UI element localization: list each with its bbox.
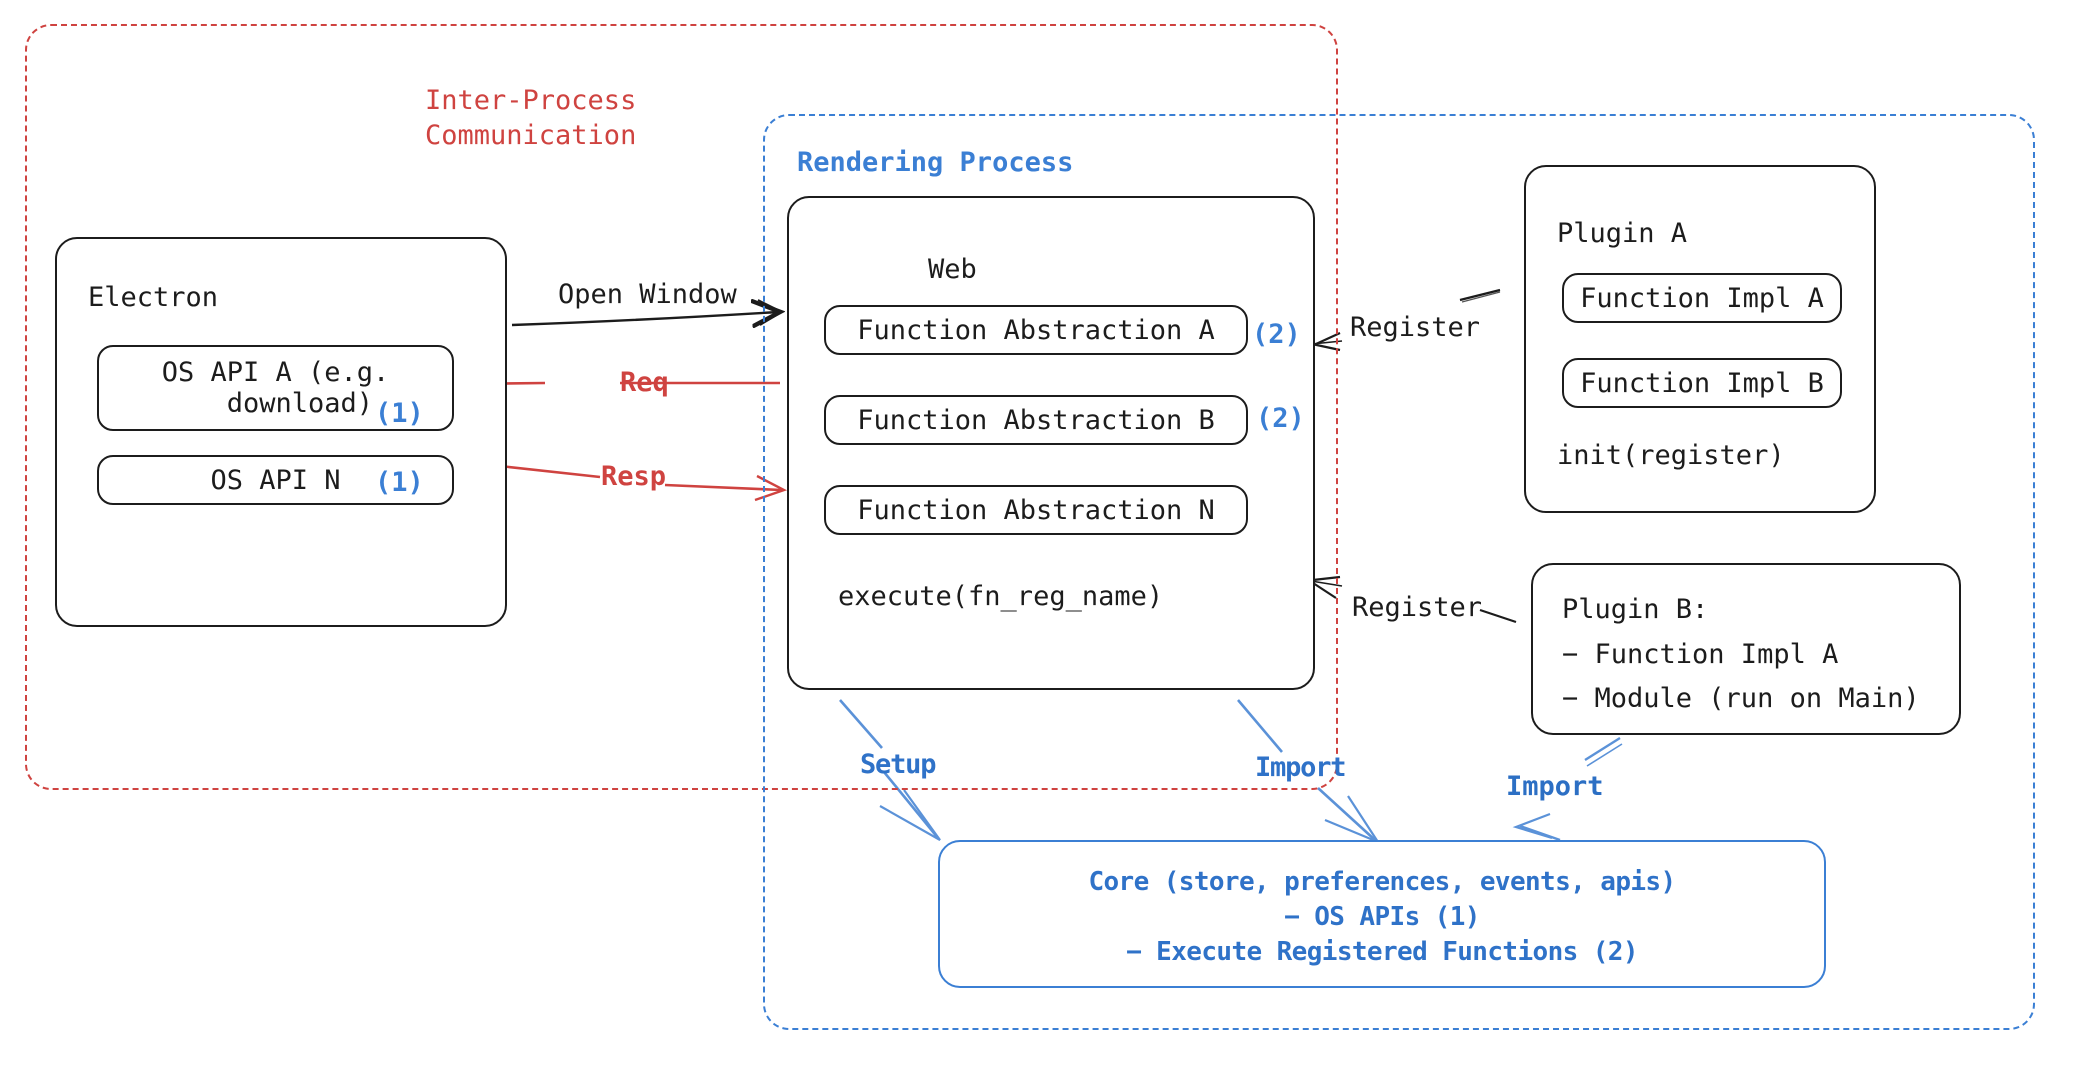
function-abstraction-a-label: Function Abstraction A [857,314,1215,346]
plugin-a-function-impl-a-box[interactable]: Function Impl A [1562,273,1842,323]
os-api-n-label: OS API N [210,464,341,496]
os-api-a-label: OS API A (e.g. download) [161,357,390,419]
function-abstraction-n-label: Function Abstraction N [857,494,1215,526]
core-line-1: Core (store, preferences, events, apis) [1088,867,1676,897]
edge-label-register-top: Register [1350,312,1481,343]
container-rendering-process [763,114,2035,1030]
plugin-b-title: Plugin B: [1562,594,1709,625]
plugin-b-line-1: − Function Impl A [1562,639,1839,670]
edge-label-setup: Setup [860,749,936,780]
edge-label-open-window: Open Window [558,279,737,310]
core-line-2: − OS APIs (1) [1284,902,1480,932]
edge-label-import-plugin: Import [1506,771,1604,802]
os-api-n-ref: (1) [375,467,424,498]
function-abstraction-b-box[interactable]: Function Abstraction B [824,395,1248,445]
electron-box [55,237,507,627]
plugin-b-line-2: − Module (run on Main) [1562,683,1920,714]
os-api-a-box[interactable]: OS API A (e.g. download) [97,345,454,431]
web-execute-label: execute(fn_reg_name) [838,581,1164,612]
function-abstraction-a-ref: (2) [1252,319,1301,350]
plugin-a-box [1524,165,1876,513]
os-api-n-box[interactable]: OS API N [97,455,454,505]
rendering-process-label: Rendering Process [797,147,1074,178]
plugin-a-function-impl-b-box[interactable]: Function Impl B [1562,358,1842,408]
os-api-a-ref: (1) [375,398,424,429]
plugin-a-init-label: init(register) [1557,440,1785,471]
edge-label-import-web: Import [1255,752,1347,783]
function-abstraction-a-box[interactable]: Function Abstraction A [824,305,1248,355]
ipc-label: Inter-Process Communication [425,85,637,151]
electron-title: Electron [88,282,219,313]
edge-label-req: Req [620,367,669,398]
edge-label-resp: Resp [601,461,667,492]
function-abstraction-b-ref: (2) [1256,403,1305,434]
edge-label-register-bottom: Register [1352,592,1483,623]
container-inter-process-communication [25,24,1338,790]
function-abstraction-b-label: Function Abstraction B [857,404,1215,436]
plugin-a-function-impl-a-label: Function Impl A [1580,282,1824,314]
plugin-b-box [1531,563,1961,735]
core-line-3: − Execute Registered Functions (2) [1126,937,1638,967]
core-box [938,840,1826,988]
plugin-a-function-impl-b-label: Function Impl B [1580,367,1824,399]
web-title: Web [928,254,977,285]
function-abstraction-n-box[interactable]: Function Abstraction N [824,485,1248,535]
plugin-a-title: Plugin A [1557,218,1688,249]
